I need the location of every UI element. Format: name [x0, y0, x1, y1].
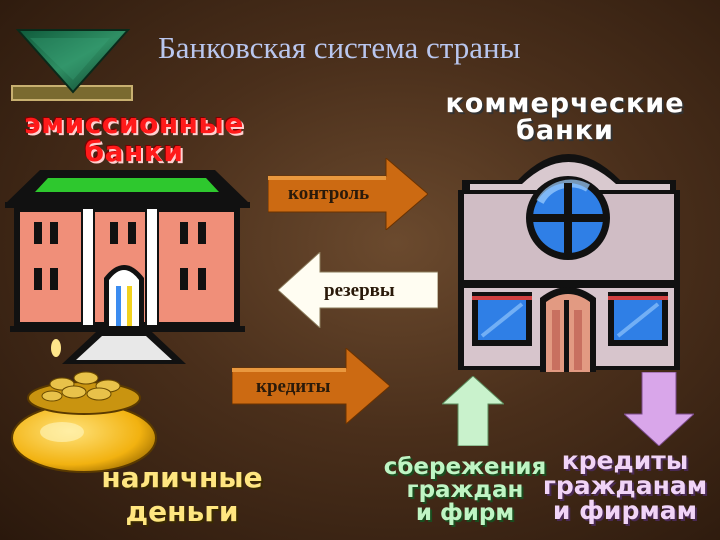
credits-arrow-shape	[232, 348, 390, 424]
loans-down-arrow	[624, 372, 694, 446]
reserves-arrow-label: резервы	[324, 280, 395, 301]
slide-title: Банковская система страны	[158, 30, 521, 65]
control-arrow-label: контроль	[288, 183, 370, 204]
emerald-gem-icon	[11, 29, 133, 101]
control-arrow-shape	[268, 158, 428, 230]
credits-arrow-label: кредиты	[256, 376, 331, 397]
emission-banks-label: эмиссионные банки	[24, 107, 244, 168]
reserves-arrow-shape	[278, 252, 438, 328]
control-arrow: контроль	[268, 158, 428, 230]
cash-label: наличные деньги	[101, 461, 263, 528]
savings-up-arrow	[442, 376, 504, 446]
savings-label: сбережения граждан и фирм	[383, 454, 547, 526]
commercial-bank-building-icon	[458, 154, 680, 372]
commercial-banks-label: коммерческие банки	[445, 88, 685, 146]
reserves-arrow: резервы	[278, 252, 438, 328]
central-bank-building-icon	[5, 170, 250, 364]
loans-label: кредиты гражданам и фирмам	[542, 446, 708, 525]
credits-arrow: кредиты	[232, 348, 390, 424]
money-pot-icon	[11, 339, 157, 473]
